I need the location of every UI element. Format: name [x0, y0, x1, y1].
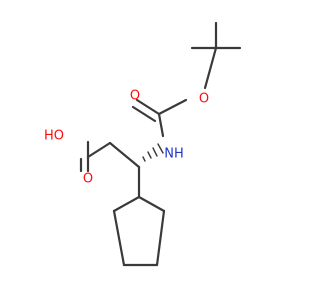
bond-carbamate-carbon-to-oxygen-double-b [131, 105, 157, 123]
bond-methylene-to-carboxyl-carbon [86, 141, 112, 159]
bond-cyclopentyl-5 [112, 195, 141, 213]
bond-carbamate-carbon-to-oxygen-double-a [135, 98, 161, 116]
bond-stereocenter-hash-4 [157, 143, 164, 154]
bond-stereocenter-to-methylene [108, 141, 141, 169]
bond-stereocenter-hash-1 [142, 156, 146, 162]
carbamate-carbonyl-oxygen-label: O [130, 89, 140, 104]
bond-stereocenter-hash-3 [152, 147, 158, 157]
bond-tbu-to-ester-oxygen [203, 46, 218, 90]
ester-oxygen-label: O [199, 92, 209, 107]
carboxyl-carbonyl-oxygen-label: O [83, 172, 93, 187]
bond-carbamate-carbon-to-amine [157, 112, 165, 138]
bond-cyclopentyl-4 [112, 209, 126, 267]
bond-stereocenter-hash-2 [147, 151, 152, 159]
bond-cyclopentyl-1 [137, 195, 166, 213]
molecule-structure-diagram: HO O NH O O [44, 21, 242, 267]
bond-cyclopentyl-2 [155, 209, 166, 267]
bond-ester-oxygen-to-carbamate-carbon [157, 98, 188, 116]
hydroxyl-label: HO [44, 129, 64, 144]
amine-label: NH [164, 147, 184, 162]
